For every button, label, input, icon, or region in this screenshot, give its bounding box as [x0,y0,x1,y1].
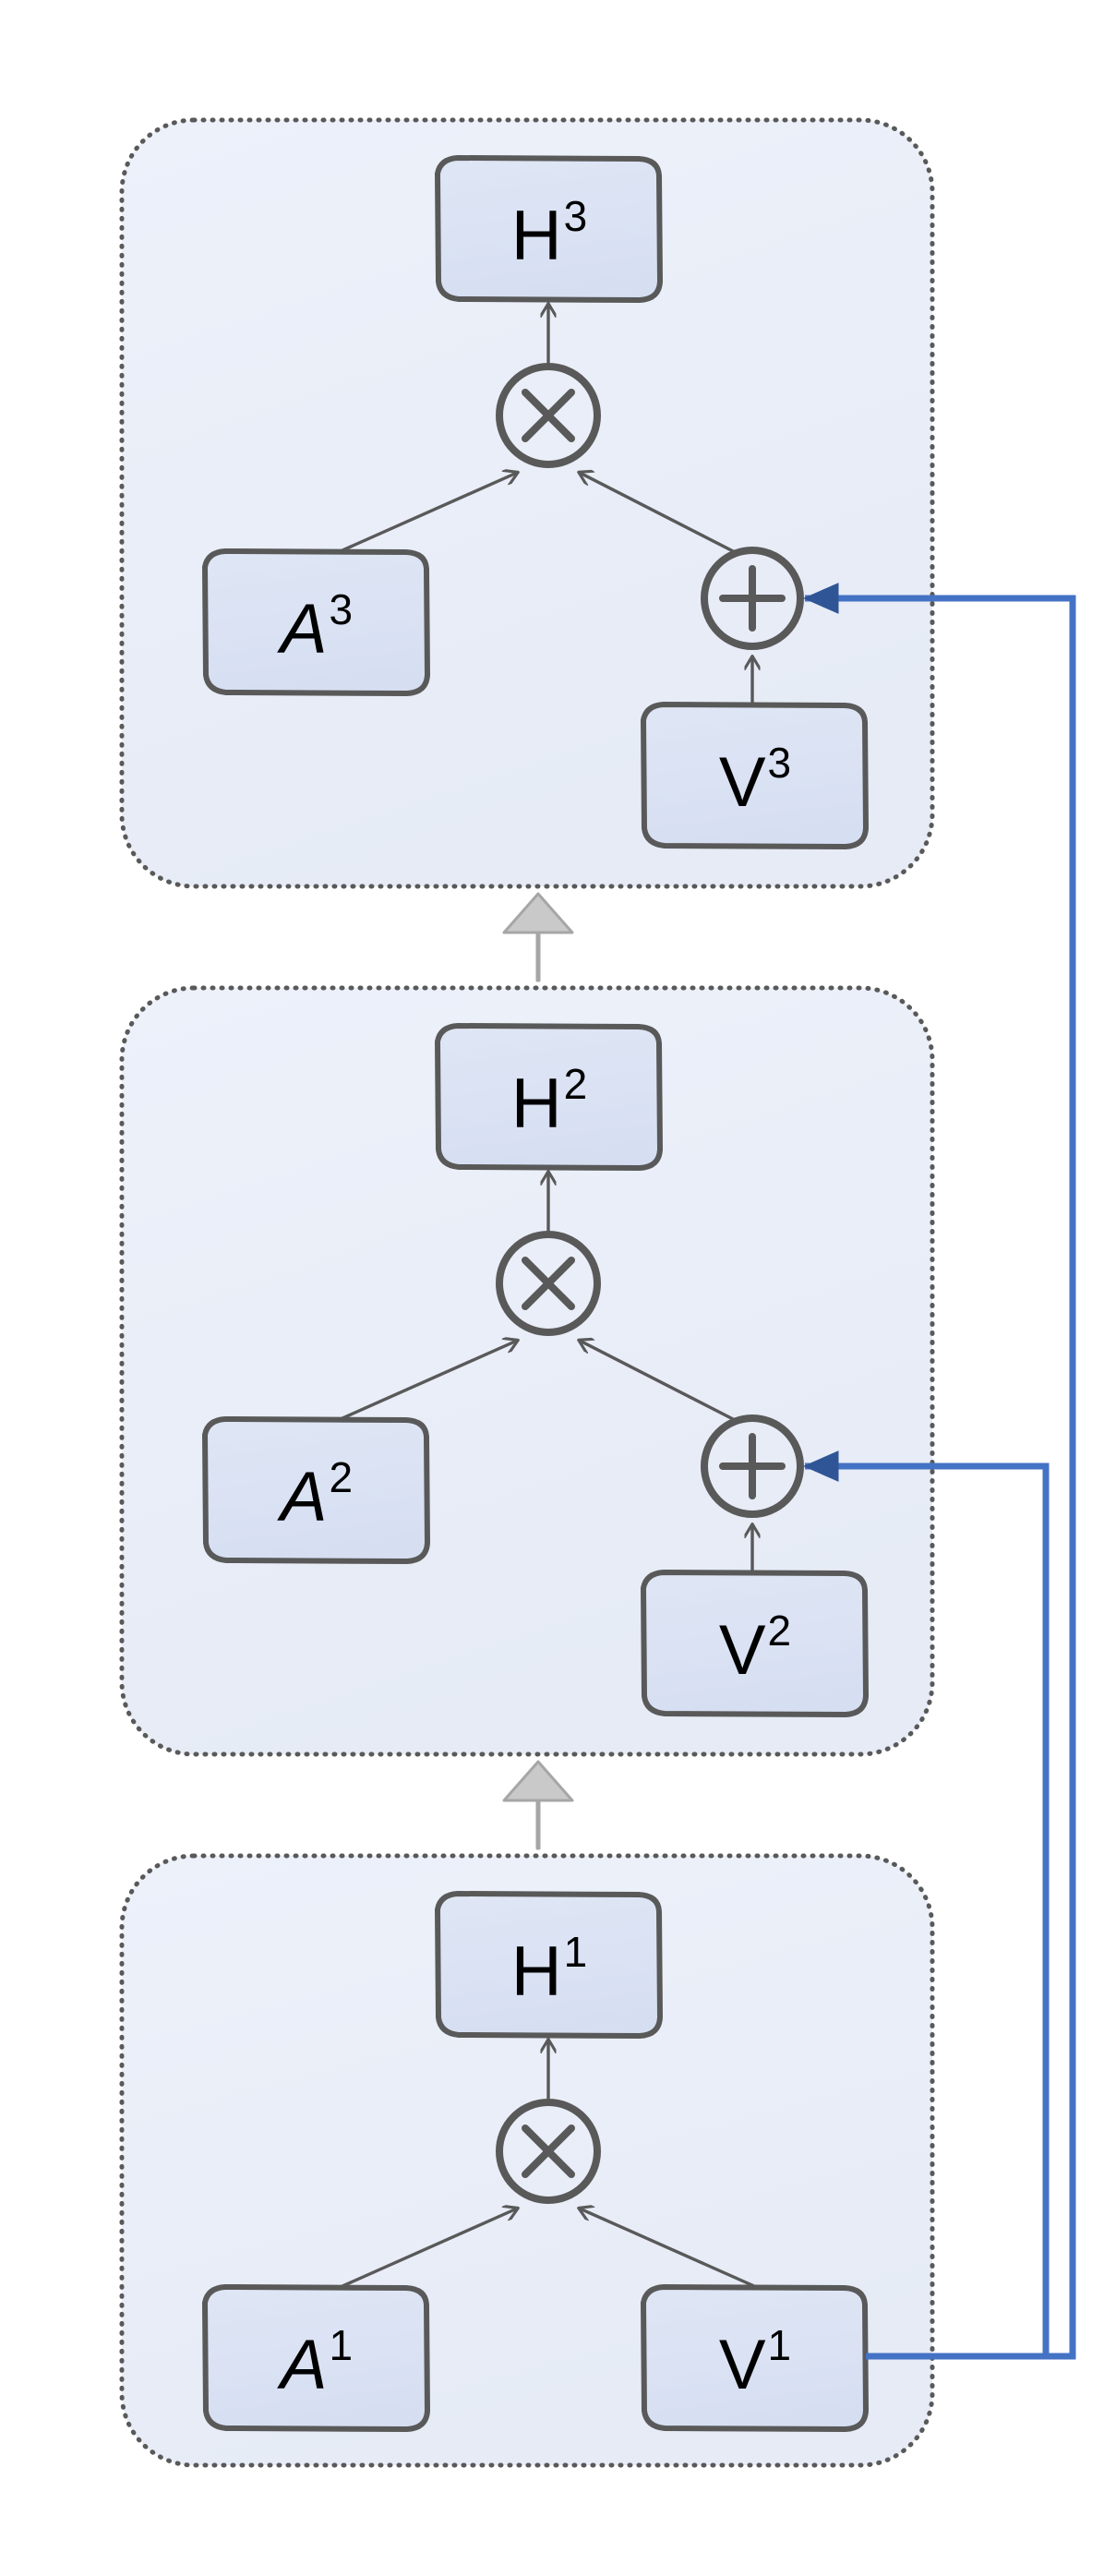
node-V1[interactable] [641,2284,869,2432]
operator-multiply-1-circle[interactable] [496,2099,601,2204]
node-H3[interactable] [435,155,663,303]
edge-V1-to-mul1 [580,2209,780,2299]
edge-A1-to-mul1 [317,2209,517,2299]
block-layer-1 [119,1853,935,2468]
node-A1[interactable] [202,2284,430,2432]
node-H2[interactable] [435,1023,663,1171]
edge-add2-to-mul2 [580,1341,739,1424]
edge-add3-to-mul3 [580,473,739,556]
edge-A2-to-mul2 [317,1341,517,1431]
node-A3[interactable] [202,548,430,696]
operator-multiply-1-stroke-b [522,2125,575,2178]
block-layer-3 [119,117,935,889]
block-arrow-layer2-to-layer3 [502,892,574,982]
node-V2[interactable] [641,1570,869,1717]
operator-add-3-circle[interactable] [701,547,804,650]
skip-connection-V1-to-add2 [803,1451,1050,2360]
operator-multiply-3-stroke-b [522,389,575,442]
node-A2[interactable] [202,1416,430,1564]
block-layer-2 [119,985,935,1757]
operator-multiply-2-circle[interactable] [496,1231,601,1336]
operator-multiply-3-circle[interactable] [496,363,601,468]
edge-A3-to-mul3 [317,473,517,563]
block-arrow-layer1-to-layer2 [502,1760,574,1850]
operator-add-2-circle[interactable] [701,1414,804,1518]
node-V3[interactable] [641,702,869,849]
node-H1[interactable] [435,1891,663,2039]
operator-multiply-2-stroke-b [522,1257,575,1310]
